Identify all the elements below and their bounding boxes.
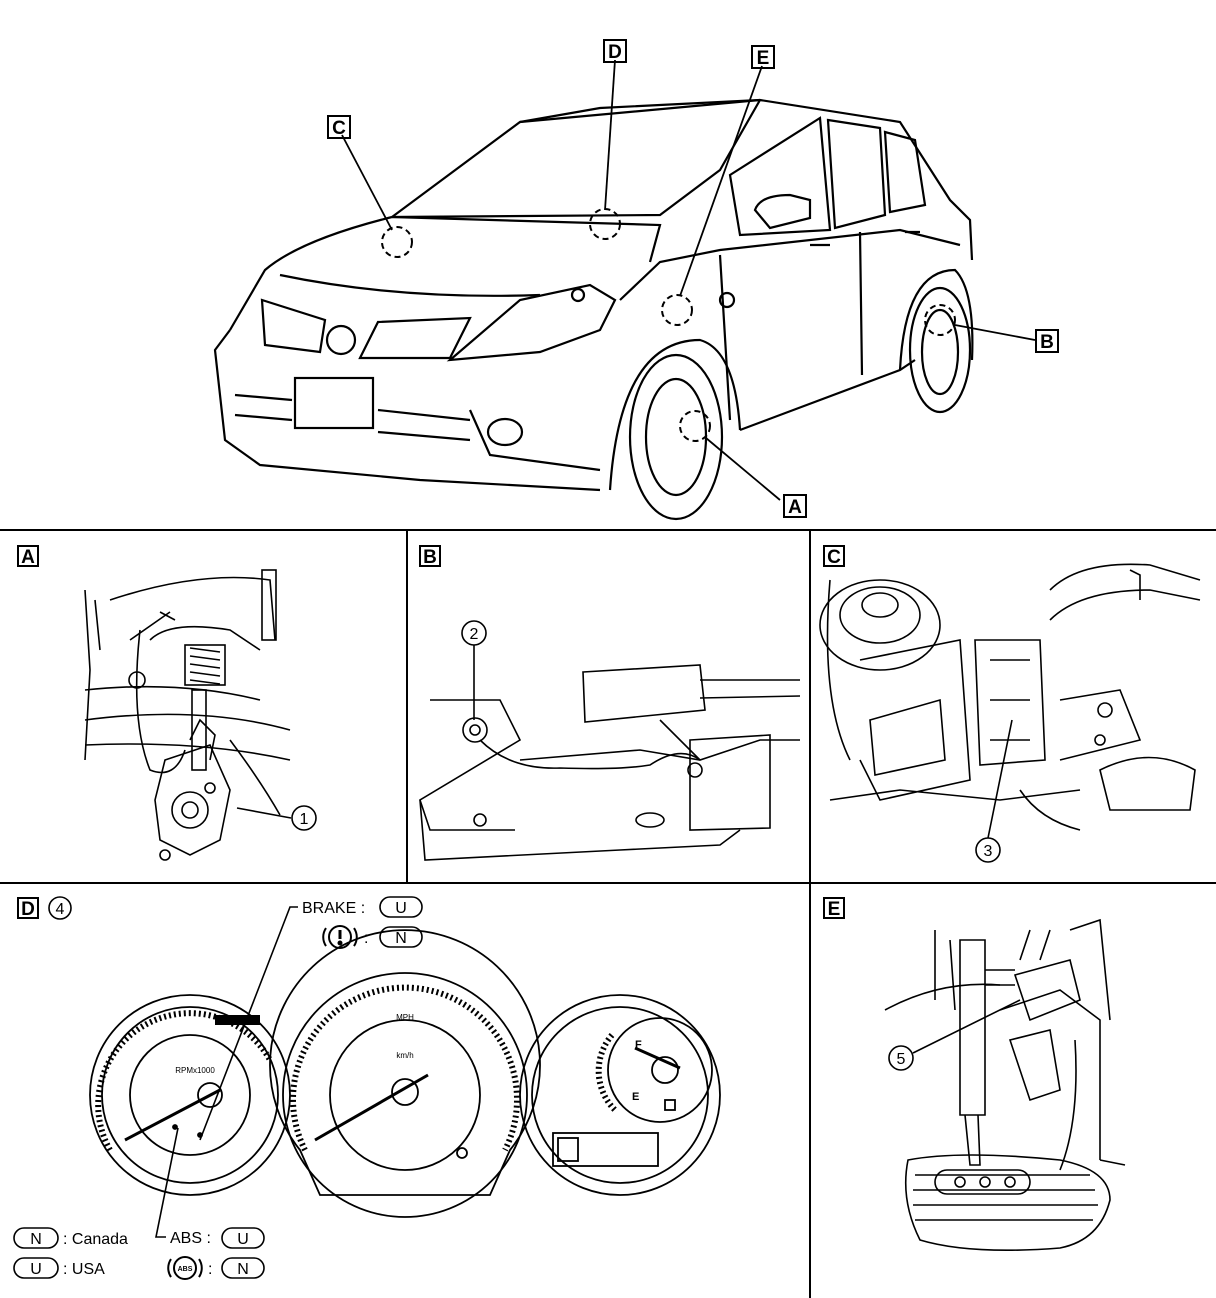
svg-text:C: C: [332, 118, 346, 139]
svg-text:F: F: [635, 1039, 642, 1051]
svg-text:E: E: [757, 48, 770, 69]
brake-warning-icon: [322, 925, 358, 949]
svg-text:N: N: [30, 1231, 42, 1248]
svg-text::: :: [208, 1261, 212, 1278]
front-strut-illustration: [84, 569, 291, 861]
svg-text::: :: [364, 930, 368, 947]
part-2-marker: [461, 620, 487, 646]
car-illustration: [213, 98, 974, 521]
brake-pedal-illustration: [884, 918, 1126, 1252]
legend-usa: U : USA: [13, 1257, 105, 1279]
part-1-marker: [291, 805, 317, 831]
part-3-marker: [975, 837, 1001, 863]
callout-d: D: [603, 39, 627, 63]
marker-b: [924, 304, 956, 336]
brake-badge-u: [379, 896, 423, 918]
panel-a: A 1: [17, 545, 317, 861]
fuel-gauge: [519, 994, 721, 1196]
svg-text:4: 4: [56, 901, 65, 918]
brake-symbol-badge-n: [379, 926, 423, 948]
panel-c: C 3: [819, 545, 1201, 863]
marker-e: [661, 294, 693, 326]
abs-warning-icon: ABS: [167, 1256, 203, 1280]
svg-text:ABS: ABS: [178, 1266, 193, 1273]
callout-c: C: [327, 115, 351, 139]
panel-d: D 4 RPMx1000 MPH km/h: [13, 896, 721, 1280]
svg-text:E: E: [828, 899, 841, 920]
svg-text:: Canada: : Canada: [63, 1231, 128, 1248]
marker-c: [381, 226, 413, 258]
part-5-marker: [888, 1045, 914, 1071]
speedometer: [269, 929, 541, 1196]
svg-text:N: N: [395, 930, 407, 947]
svg-text:2: 2: [470, 626, 479, 643]
callout-a: A: [783, 494, 807, 518]
legend-canada: N : Canada: [13, 1227, 128, 1249]
svg-text:3: 3: [984, 843, 993, 860]
svg-text:5: 5: [897, 1051, 906, 1068]
svg-text:: USA: : USA: [63, 1261, 105, 1278]
abs-symbol-badge-n: [221, 1257, 265, 1279]
panel-e: E 5: [823, 897, 1126, 1252]
callout-markers: [381, 208, 956, 442]
svg-text:MPH: MPH: [396, 1013, 414, 1022]
svg-text:D: D: [608, 42, 622, 63]
svg-text:B: B: [1040, 332, 1054, 353]
panel-grid: [0, 529, 1216, 1298]
svg-text:U: U: [30, 1261, 42, 1278]
svg-text:U: U: [237, 1231, 249, 1248]
abs-badge-u: [221, 1227, 265, 1249]
callout-leaders: [341, 59, 1036, 501]
callout-e: E: [751, 45, 775, 69]
svg-text:RPMx1000: RPMx1000: [175, 1066, 215, 1075]
marker-a: [679, 410, 711, 442]
part-4-marker: [48, 896, 72, 920]
svg-text:D: D: [21, 899, 35, 920]
svg-text:A: A: [788, 497, 802, 518]
svg-text:N: N: [237, 1261, 249, 1278]
svg-text:A: A: [21, 547, 35, 568]
svg-text:E: E: [632, 1091, 639, 1103]
svg-text:B: B: [423, 547, 437, 568]
engine-bay-illustration: [819, 563, 1201, 831]
combination-meter: RPMx1000 MPH km/h F E: [89, 929, 721, 1218]
panel-b: B 2: [419, 545, 801, 861]
svg-text:BRAKE :: BRAKE :: [302, 900, 365, 917]
svg-text:C: C: [827, 547, 841, 568]
tachometer: [89, 994, 291, 1196]
callout-b: B: [1035, 329, 1059, 353]
svg-text:1: 1: [300, 811, 309, 828]
rear-axle-illustration: [419, 664, 801, 861]
svg-text:ABS :: ABS :: [170, 1230, 211, 1247]
svg-text:km/h: km/h: [396, 1051, 413, 1060]
svg-text:U: U: [395, 900, 407, 917]
